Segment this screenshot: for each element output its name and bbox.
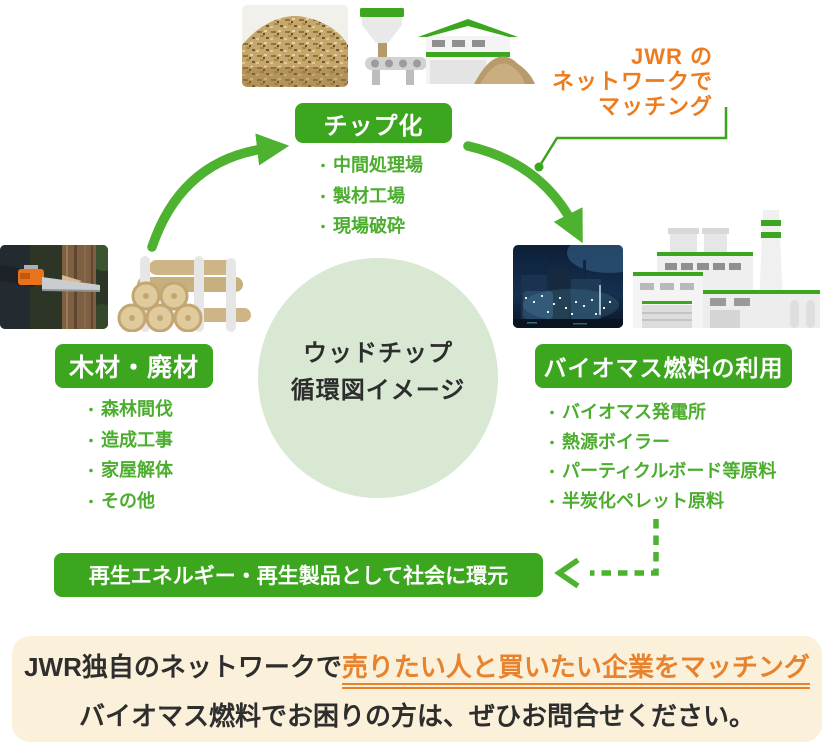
list-item: ・製材工場 [316, 182, 423, 213]
bullet-marker: ・ [84, 432, 98, 449]
list-item: ・現場破砕 [316, 212, 423, 243]
footer-line2: バイオマス燃料でお困りの方は、ぜひお問合せください。 [78, 701, 755, 731]
bullet-marker: ・ [84, 493, 98, 510]
bullet-marker: ・ [545, 493, 559, 510]
list-item-label: 半炭化ペレット原料 [562, 490, 724, 511]
bullet-marker: ・ [84, 463, 98, 479]
list-item: ・森林間伐 [84, 395, 173, 426]
list-item-label: 現場破砕 [333, 216, 405, 236]
chip-warehouse-illustration [418, 19, 535, 84]
chip-stage-label-text: チップ化 [323, 112, 424, 140]
bullet-marker: ・ [545, 434, 559, 451]
wood-stage-label-text: 木材・廃材 [68, 354, 199, 382]
center-circle: ウッドチップ 循環図イメージ [258, 258, 498, 498]
list-item-label: その他 [101, 490, 155, 511]
chipper-machine-illustration [360, 8, 427, 85]
chip-list: ・中間処理場 ・製材工場 ・現場破砕 [316, 151, 423, 243]
bullet-marker: ・ [316, 158, 330, 174]
wood-chips-photo [242, 5, 348, 87]
arrow-wood-to-chip [147, 133, 290, 252]
footer-line1: JWR独自のネットワークで売りたい人と買いたい企業をマッチング [24, 647, 810, 689]
log-pile-illustration [117, 256, 251, 332]
recycle-result-label-text: 再生エネルギー・再生製品として社会に環元 [88, 565, 509, 588]
list-item: ・家屋解体 [84, 456, 173, 487]
list-item: ・パーティクルボード等原料 [545, 457, 776, 487]
chip-stage-label: チップ化 [295, 103, 452, 143]
diagram-title-line2: 循環図イメージ [290, 377, 466, 404]
jwr-network-note: JWR の ネットワークで マッチング [552, 44, 713, 119]
list-item: ・造成工事 [84, 426, 173, 457]
list-item-label: パーティクルボード等原料 [562, 461, 777, 482]
list-item-label: 熱源ボイラー [562, 431, 670, 452]
bullet-marker: ・ [316, 188, 330, 205]
biomass-stage-label: バイオマス燃料の利用 [535, 344, 792, 388]
list-item: ・中間処理場 [316, 151, 423, 182]
diagram-title: ウッドチップ 循環図イメージ [291, 335, 466, 409]
recycle-result-label: 再生エネルギー・再生製品として社会に環元 [54, 553, 543, 597]
dashed-return-arrowhead [554, 557, 580, 589]
jwr-note-line: マッチング [597, 94, 713, 119]
arrow-chip-to-biomass [463, 141, 583, 244]
list-item-label: 造成工事 [101, 429, 173, 450]
footer-line1-prefix: JWR独自のネットワークで [24, 652, 342, 682]
night-plant-photo [513, 245, 623, 328]
bullet-marker: ・ [545, 464, 559, 481]
bullet-marker: ・ [84, 402, 98, 418]
list-item-label: 森林間伐 [101, 399, 173, 419]
footer-highlight-link[interactable]: 売りたい人と買いたい企業をマッチング [341, 652, 810, 689]
biomass-stage-label-text: バイオマス燃料の利用 [543, 355, 784, 381]
biomass-list: ・バイオマス発電所 ・熱源ボイラー ・パーティクルボード等原料 ・半炭化ペレット… [545, 398, 776, 516]
bullet-marker: ・ [545, 405, 559, 421]
list-item-label: 中間処理場 [333, 155, 423, 175]
list-item-label: 家屋解体 [101, 460, 173, 480]
factory-illustration [633, 210, 820, 328]
wood-list: ・森林間伐 ・造成工事 ・家屋解体 ・その他 [84, 395, 173, 517]
dashed-return-arrow [590, 519, 659, 576]
list-item: ・熱源ボイラー [545, 428, 776, 458]
wood-stage-label: 木材・廃材 [55, 344, 213, 388]
list-item: ・バイオマス発電所 [545, 398, 776, 428]
list-item-label: 製材工場 [333, 185, 405, 206]
chainsaw-logging-photo [0, 245, 108, 329]
diagram-title-line1: ウッドチップ [303, 340, 453, 367]
jwr-note-line: JWR の [630, 44, 713, 69]
list-item-label: バイオマス発電所 [562, 402, 706, 422]
jwr-note-line: ネットワークで [551, 69, 713, 94]
list-item: ・半炭化ペレット原料 [545, 487, 776, 517]
bullet-marker: ・ [316, 219, 330, 235]
list-item: ・その他 [84, 487, 173, 518]
network-connector-dot [534, 162, 544, 172]
footer-cta: JWR独自のネットワークで売りたい人と買いたい企業をマッチング バイオマス燃料で… [12, 636, 822, 742]
